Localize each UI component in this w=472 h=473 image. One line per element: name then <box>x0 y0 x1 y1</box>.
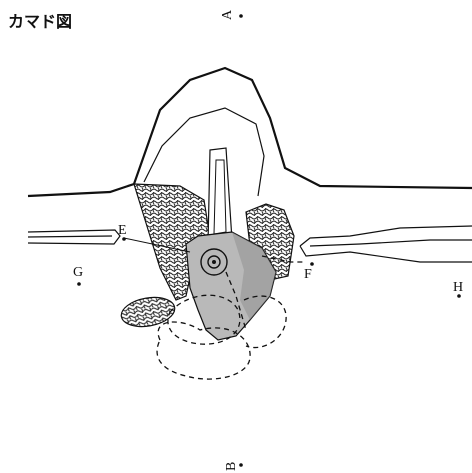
center-dot <box>212 260 216 264</box>
point-f <box>310 262 314 266</box>
lower-left-stone <box>119 294 177 331</box>
marker-h: H <box>453 280 463 298</box>
marker-g: G <box>73 265 83 286</box>
label-g: G <box>73 265 83 280</box>
marker-a: A <box>220 9 243 20</box>
point-h <box>457 294 461 298</box>
left-channel-inner <box>28 236 112 237</box>
label-f: F <box>304 267 312 282</box>
outer-outline <box>28 68 472 196</box>
point-g <box>77 282 81 286</box>
point-a <box>239 14 243 18</box>
label-a: A <box>220 9 235 20</box>
point-e <box>122 237 126 241</box>
label-b: B <box>224 462 239 471</box>
right-channel-inner <box>310 240 472 246</box>
label-e: E <box>118 223 127 238</box>
marker-e: E <box>118 223 127 241</box>
right-channel <box>300 226 472 262</box>
marker-b: B <box>224 462 243 471</box>
marker-f: F <box>304 262 314 282</box>
point-b <box>239 463 243 467</box>
label-h: H <box>453 280 463 295</box>
inner-outline <box>144 108 264 196</box>
